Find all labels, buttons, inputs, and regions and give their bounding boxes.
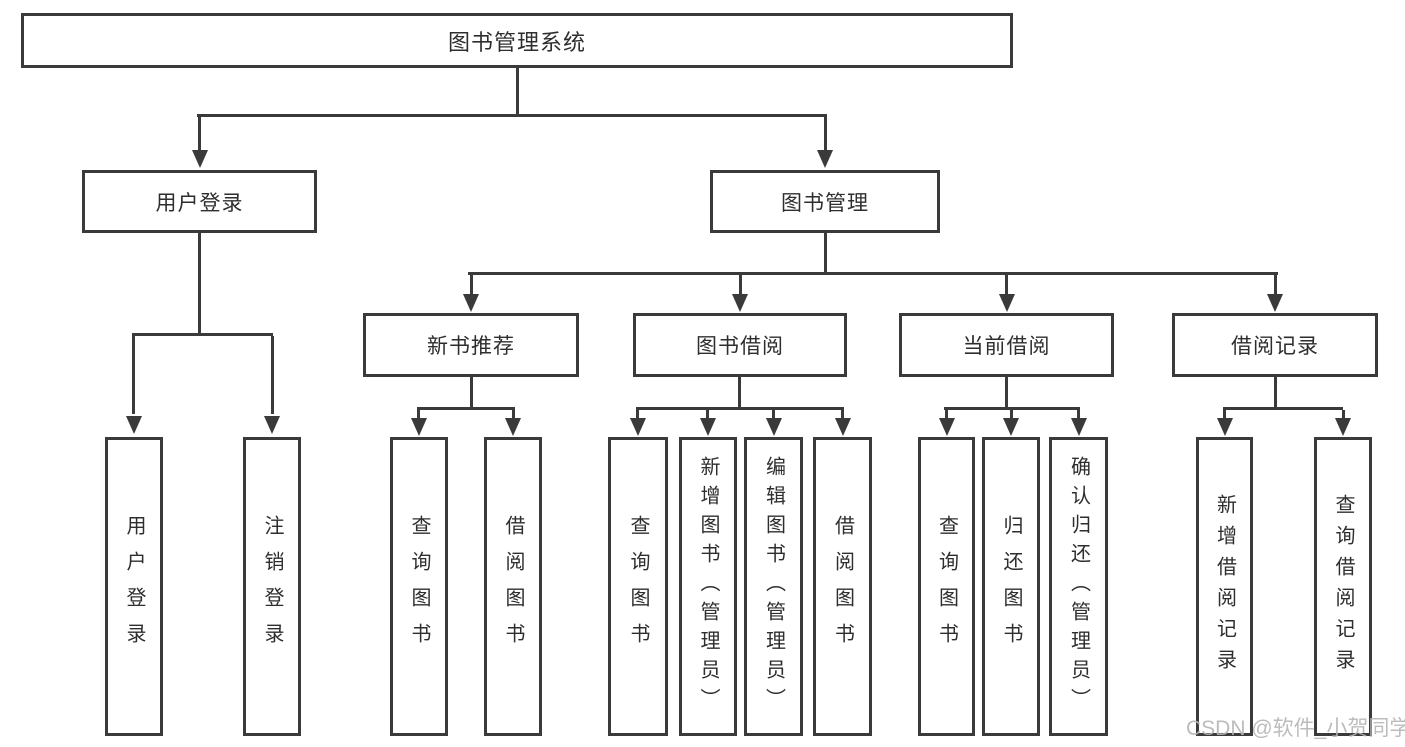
arrow-down [1071, 418, 1087, 436]
arrow-down [192, 150, 208, 168]
connector [706, 410, 709, 420]
leaf-add-borrow-record: 新增借阅记录 [1196, 437, 1253, 736]
node-label: 图书管理系统 [447, 29, 586, 55]
connector [636, 407, 844, 410]
leaf-current-query-books: 查询图书 [918, 437, 975, 736]
leaf-label: 归还图书 [1000, 514, 1022, 659]
arrow-down [817, 150, 833, 168]
node-label: 当前借阅 [962, 335, 1051, 358]
arrow-down [766, 418, 782, 436]
connector [636, 410, 639, 420]
arrow-down [732, 294, 748, 312]
connector [417, 407, 515, 410]
arrow-down [835, 418, 851, 436]
node-library-system: 图书管理系统 [21, 13, 1013, 68]
node-new-book-recommend: 新书推荐 [363, 313, 579, 377]
connector [1005, 377, 1008, 409]
connector [271, 336, 274, 414]
leaf-confirm-return-admin: 确认归还（管理员） [1049, 437, 1108, 736]
connector [738, 377, 741, 409]
arrow-down [264, 416, 280, 434]
connector [197, 114, 827, 117]
connector [944, 407, 1080, 410]
leaf-add-books-admin: 新增图书（管理员） [679, 437, 737, 736]
leaf-label: 借阅图书 [831, 514, 854, 659]
connector [1223, 410, 1226, 420]
connector [516, 68, 519, 117]
connector [1274, 377, 1277, 409]
arrow-down [505, 418, 521, 436]
connector [470, 377, 473, 409]
leaf-logout: 注销登录 [243, 437, 301, 736]
connector [132, 333, 273, 336]
leaf-label: 借阅图书 [502, 514, 524, 659]
node-label: 图书管理 [781, 191, 869, 215]
arrow-down [1335, 418, 1351, 436]
leaf-label: 确认归还（管理员） [1067, 456, 1090, 717]
arrow-down [1217, 418, 1233, 436]
node-label: 图书借阅 [696, 335, 784, 358]
arrow-down [630, 418, 646, 436]
leaf-edit-books-admin: 编辑图书（管理员） [744, 437, 803, 736]
leaf-label: 查询图书 [627, 514, 649, 659]
connector [468, 272, 1278, 275]
connector [772, 410, 775, 420]
connector [739, 275, 742, 295]
connector [1010, 410, 1013, 420]
leaf-label: 新增图书（管理员） [697, 456, 719, 717]
arrow-down [1267, 294, 1283, 312]
leaf-label: 用户登录 [123, 514, 145, 659]
connector [1274, 275, 1277, 295]
connector [841, 410, 844, 420]
leaf-newrec-query-books: 查询图书 [390, 437, 448, 736]
connector [198, 117, 201, 150]
leaf-label: 注销登录 [261, 514, 283, 659]
connector [824, 233, 827, 275]
leaf-label: 新增借阅记录 [1213, 493, 1236, 680]
connector [1223, 407, 1343, 410]
node-book-borrowing: 图书借阅 [633, 313, 847, 377]
leaf-return-books: 归还图书 [982, 437, 1040, 736]
connector [417, 410, 420, 420]
node-borrowing-records: 借阅记录 [1172, 313, 1378, 377]
leaf-label: 查询图书 [935, 514, 958, 659]
watermark: CSDN @软件_小贺同学 [1186, 717, 1405, 740]
arrow-down [411, 418, 427, 436]
leaf-label: 编辑图书（管理员） [762, 456, 785, 717]
arrow-down [939, 418, 955, 436]
leaf-label: 查询借阅记录 [1332, 493, 1354, 680]
node-label: 新书推荐 [427, 335, 515, 358]
connector [198, 233, 201, 335]
connector [945, 410, 948, 420]
arrow-down [126, 416, 142, 434]
connector [470, 275, 473, 295]
connector [132, 336, 135, 414]
leaf-label: 查询图书 [408, 514, 430, 659]
node-label: 用户登录 [155, 191, 244, 215]
leaf-borrow-books: 借阅图书 [813, 437, 872, 736]
arrow-down [700, 418, 716, 436]
leaf-newrec-borrow-books: 借阅图书 [484, 437, 542, 736]
arrow-down [1003, 418, 1019, 436]
connector [1342, 410, 1345, 420]
node-user-login: 用户登录 [82, 170, 317, 233]
connector [512, 410, 515, 420]
leaf-user-login: 用户登录 [105, 437, 163, 736]
arrow-down [463, 294, 479, 312]
node-current-borrowing: 当前借阅 [899, 313, 1114, 377]
node-label: 借阅记录 [1231, 335, 1319, 358]
leaf-query-borrow-record: 查询借阅记录 [1314, 437, 1372, 736]
connector [824, 117, 827, 150]
arrow-down [999, 294, 1015, 312]
node-book-management: 图书管理 [710, 170, 940, 233]
connector [1077, 410, 1080, 420]
leaf-borrow-query-books: 查询图书 [608, 437, 668, 736]
connector [1005, 275, 1008, 295]
